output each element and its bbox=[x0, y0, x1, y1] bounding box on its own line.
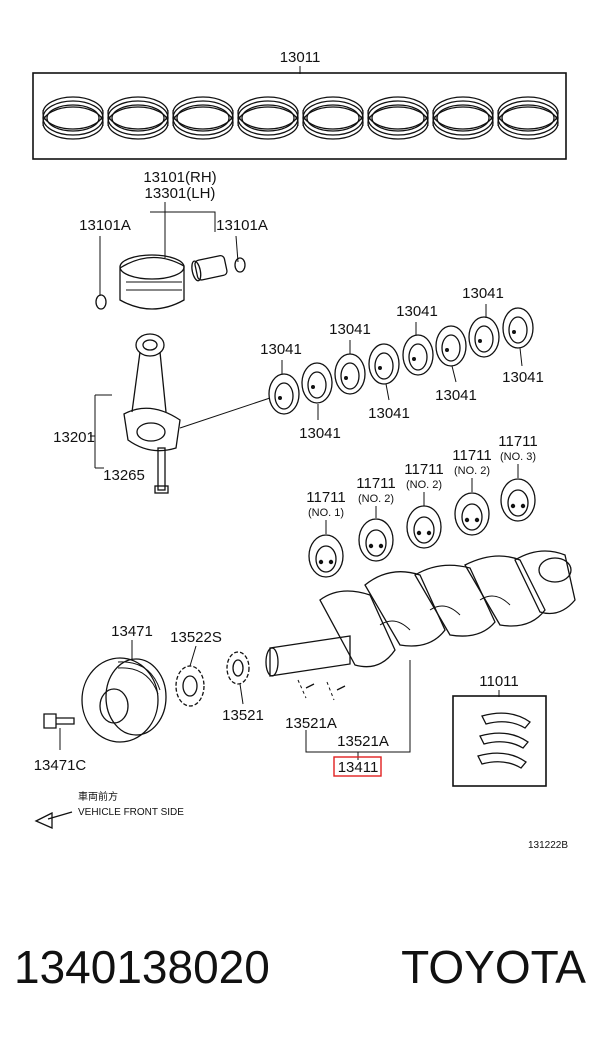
label-direction-jp: 車両前方 bbox=[78, 790, 118, 803]
label-gear-1: 13522S bbox=[170, 629, 222, 646]
label-crankshaft: 13411 bbox=[338, 759, 379, 776]
label-pulley-bolt: 13471C bbox=[34, 757, 87, 774]
label-rod-bearing-4: 13041 bbox=[462, 285, 504, 302]
gear-icon bbox=[226, 651, 250, 685]
key-labels: 13521A 13521A 13411 bbox=[285, 660, 411, 777]
rod-bearing-shell bbox=[402, 334, 434, 376]
pulley-bolt-icon bbox=[43, 713, 75, 729]
diagram-reference: 131222B bbox=[528, 840, 568, 851]
label-key-1: 13521A bbox=[285, 715, 337, 732]
front-side-indicator: 車両前方 VEHICLE FRONT SIDE bbox=[34, 790, 184, 829]
piston-icon bbox=[119, 256, 185, 310]
gear-icon bbox=[175, 665, 205, 707]
label-gear-2: 13521 bbox=[222, 707, 264, 724]
label-rings: 13011 bbox=[280, 49, 321, 66]
label-main-bearing-5: 11711 bbox=[498, 433, 538, 450]
conrod-bolt-icon bbox=[157, 447, 166, 491]
main-bearing-shell bbox=[358, 518, 394, 562]
piston-assembly: 13101(RH) 13301(LH) 13101A 13101A bbox=[79, 169, 268, 310]
rod-bearing-shell bbox=[268, 373, 300, 415]
label-rod-bearing-5: 13041 bbox=[299, 425, 341, 442]
piston-pin-icon bbox=[191, 254, 228, 282]
label-rod-bearing-6: 13041 bbox=[368, 405, 410, 422]
thrust-washer-icon bbox=[481, 712, 531, 729]
rod-bearings: 13041 13041 13041 13041 13041 13041 1304… bbox=[260, 285, 544, 442]
rod-bearing-shell bbox=[502, 307, 534, 349]
label-main-bearing-1-no: (NO. 1) bbox=[308, 507, 344, 519]
label-rod-bearing-7: 13041 bbox=[435, 387, 477, 404]
label-rod-bearing-8: 13041 bbox=[502, 369, 544, 386]
crank-pulley: 13471 13471C bbox=[34, 623, 167, 774]
key-icon bbox=[305, 683, 315, 689]
label-main-bearing-4-no: (NO. 2) bbox=[454, 465, 490, 477]
crankshaft-icon bbox=[265, 550, 576, 701]
arrow-left-icon bbox=[34, 811, 73, 829]
piston-ring-set: 13011 bbox=[32, 49, 567, 160]
thrust-washer-icon bbox=[477, 752, 527, 769]
snap-ring-icon bbox=[95, 294, 107, 310]
label-rod-bearing-1: 13041 bbox=[260, 341, 302, 358]
main-bearing-shell bbox=[406, 505, 442, 549]
rod-bearing-shell bbox=[301, 362, 333, 404]
label-main-bearing-2-no: (NO. 2) bbox=[358, 493, 394, 505]
rod-bearing-shell bbox=[334, 353, 366, 395]
part-number: 1340138020 bbox=[14, 941, 270, 993]
rod-bearing-shell bbox=[368, 343, 400, 385]
main-bearing-shell bbox=[500, 478, 536, 522]
label-key-2: 13521A bbox=[337, 733, 389, 750]
crankshaft-highlight-box bbox=[333, 756, 382, 777]
label-pulley: 13471 bbox=[111, 623, 153, 640]
label-rod-bearing-3: 13041 bbox=[396, 303, 438, 320]
rod-bearing-shell bbox=[468, 316, 500, 358]
label-main-bearing-5-no: (NO. 3) bbox=[500, 451, 536, 463]
rod-bearing-shell bbox=[435, 325, 467, 367]
label-conrod: 13201 bbox=[53, 429, 95, 446]
main-bearing-shell bbox=[308, 534, 344, 578]
label-snap-ring-left: 13101A bbox=[79, 217, 131, 234]
thrust-washer-icon bbox=[479, 732, 529, 749]
thrust-washers: 11011 bbox=[452, 673, 547, 787]
label-main-bearing-4: 11711 bbox=[452, 447, 492, 464]
label-main-bearing-1: 11711 bbox=[306, 489, 346, 506]
label-main-bearing-3: 11711 bbox=[404, 461, 444, 478]
label-rod-bearing-2: 13041 bbox=[329, 321, 371, 338]
label-piston-rh: 13101(RH) bbox=[143, 169, 216, 186]
label-conrod-bolt: 13265 bbox=[103, 467, 145, 484]
key-icon bbox=[336, 685, 346, 691]
pulley-icon bbox=[81, 657, 159, 743]
label-piston-lh: 13301(LH) bbox=[145, 185, 216, 202]
label-direction-en: VEHICLE FRONT SIDE bbox=[78, 807, 184, 818]
label-thrust-washer: 11011 bbox=[479, 673, 519, 690]
label-main-bearing-2: 11711 bbox=[356, 475, 396, 492]
label-snap-ring-right: 13101A bbox=[216, 217, 268, 234]
crank-gears: 13522S 13521 bbox=[170, 629, 264, 724]
footer: 1340138020 TOYOTA bbox=[14, 940, 586, 1010]
main-bearings: 11711 (NO. 1) 11711 (NO. 2) 11711 (NO. 2… bbox=[306, 433, 538, 578]
brand-name: TOYOTA bbox=[401, 941, 586, 993]
label-main-bearing-3-no: (NO. 2) bbox=[406, 479, 442, 491]
parts-diagram: 13011 13101(RH) 13301(LH) 13101A 13101A … bbox=[32, 49, 576, 851]
connecting-rod: 13201 13265 bbox=[53, 333, 271, 494]
main-bearing-shell bbox=[454, 492, 490, 536]
snap-ring-icon bbox=[234, 257, 246, 273]
